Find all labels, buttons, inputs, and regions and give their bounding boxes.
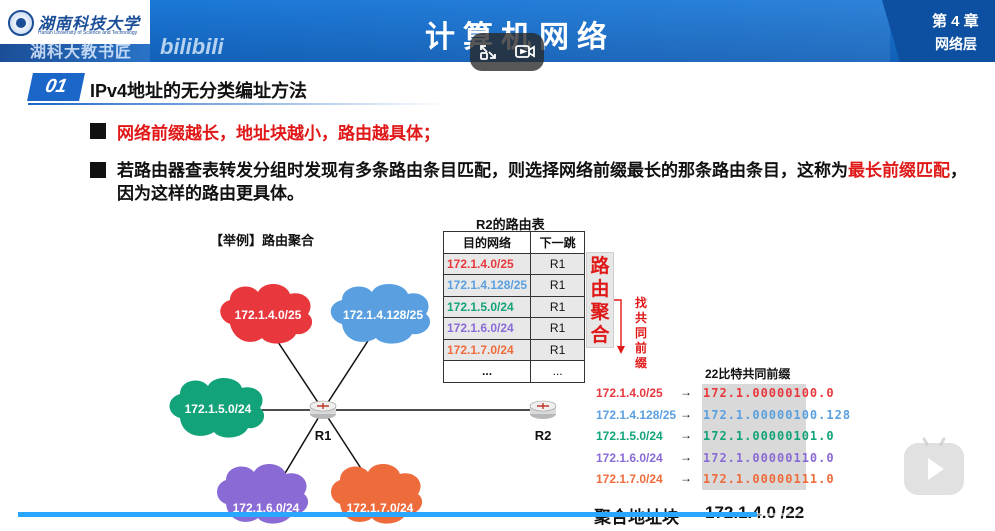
- logo-stripe: [0, 44, 150, 62]
- right-arrow-icon: →: [680, 471, 692, 485]
- right-arrow-icon: →: [680, 428, 692, 442]
- router-r2-label: R2: [535, 428, 552, 443]
- uploader-watermark: 湖科大教书匠: [30, 44, 133, 61]
- cloud-label: 172.1.5.0/24: [185, 402, 252, 416]
- cloud-net-172-1-7-0-24: 172.1.7.0/24: [331, 463, 423, 524]
- common-prefix-title: 22比特共同前缀: [705, 367, 791, 381]
- destination-network-cell: 172.1.4.0/25: [442, 252, 532, 275]
- cloud-shape: [169, 377, 265, 438]
- bilibili-watermark: bilibili: [160, 34, 224, 59]
- prefix-binary-address: 172.1.00000100.128: [703, 407, 852, 422]
- picture-in-picture-icon[interactable]: [478, 42, 498, 62]
- find-common-prefix-label: 找共同前缀: [635, 296, 648, 370]
- right-arrow-icon: →: [680, 449, 692, 464]
- cast-icon[interactable]: [514, 42, 535, 62]
- prefix-binary-address: 172.1.00000100.0: [703, 386, 835, 400]
- prefix-binary-address: 172.1.00000110.0: [703, 450, 835, 465]
- section-number: 01: [43, 76, 69, 97]
- down-arrow-icon: [614, 299, 625, 354]
- section-title: IPv4地址的无分类编址方法: [90, 81, 308, 101]
- example-title: 【举例】路由聚合: [210, 233, 315, 248]
- cloud-label: 172.1.7.0/24: [347, 501, 414, 515]
- cloud-shape: [220, 283, 313, 344]
- cloud-label: 172.1.4.128/25: [343, 308, 423, 322]
- chapter-name: 网络层: [935, 36, 977, 52]
- cloud-net-172-1-4-0-25: 172.1.4.0/25: [220, 283, 313, 344]
- next-hop-cell: ...: [530, 360, 586, 383]
- prefix-network-label: 172.1.4.0/25: [596, 386, 663, 400]
- prefix-network-label: 172.1.7.0/24: [596, 472, 663, 486]
- university-name: 湖南科技大学: [38, 14, 141, 33]
- next-hop-cell: R1: [530, 252, 586, 275]
- prefix-binary-address: 172.1.00000101.0: [703, 429, 835, 443]
- cloud-shape: [330, 283, 431, 344]
- destination-network-cell: 172.1.6.0/24: [442, 317, 532, 340]
- player-floating-controls: [470, 33, 544, 71]
- router-r2-icon: [529, 400, 557, 419]
- bullet-square-icon: [90, 123, 106, 139]
- network-topology-diagram: 172.1.4.0/25 172.1.4.128/25 172.1.5.0/24…: [169, 283, 557, 524]
- next-hop-cell: R1: [530, 317, 586, 340]
- section-underline: [28, 103, 448, 105]
- next-hop-cell: R1: [530, 274, 586, 297]
- routing-table-title: R2的路由表: [476, 217, 545, 232]
- prefix-network-label: 172.1.5.0/24: [596, 429, 663, 443]
- route-aggregation-label: 路由聚合: [586, 252, 614, 348]
- university-english-name: Hunan University of Science and Technolo…: [38, 30, 138, 36]
- bullet-2-tail: ，因为这样的路由更具体。: [117, 161, 967, 203]
- cloud-shape: [217, 463, 309, 524]
- destination-network-cell: 172.1.5.0/24: [442, 295, 532, 318]
- common-prefix-highlight: [702, 384, 806, 490]
- slide-header: 湖南科技大学 Hunan University of Science and T…: [0, 0, 995, 62]
- next-hop-cell: R1: [530, 295, 586, 318]
- longest-prefix-match-term: 最长前缀匹配: [848, 161, 950, 180]
- play-button[interactable]: [904, 443, 964, 495]
- router-r1-label: R1: [315, 428, 332, 443]
- router-r1-icon: [309, 400, 337, 419]
- bullet-2-text: 若路由器查表转发分组时发现有多条路由条目匹配，则选择网络前缀最长的那条路由条目，…: [117, 161, 848, 180]
- column-header-destination: 目的网络: [442, 231, 532, 254]
- cloud-net-172-1-5-0-24: 172.1.5.0/24: [169, 377, 265, 438]
- cloud-net-172-1-6-0-24: 172.1.6.0/24: [217, 463, 309, 524]
- destination-network-cell: ...: [442, 360, 532, 383]
- column-header-next-hop: 下一跳: [530, 231, 586, 254]
- prefix-network-label: 172.1.4.128/25: [596, 407, 677, 422]
- prefix-binary-address: 172.1.00000111.0: [703, 472, 835, 486]
- cloud-label: 172.1.4.0/25: [235, 308, 302, 322]
- cloud-shape: [331, 463, 423, 524]
- table-row: ......: [442, 360, 586, 383]
- chapter-box: [882, 0, 995, 62]
- link-r1-net2: [322, 329, 376, 411]
- destination-network-cell: 172.1.4.128/25: [442, 274, 532, 297]
- bullet-point-1: 网络前缀越长，地址块越小，路由越具体；: [117, 124, 440, 143]
- table-header-row: 目的网络 下一跳: [442, 231, 586, 254]
- destination-network-cell: 172.1.7.0/24: [442, 338, 532, 361]
- university-seal-icon: [8, 10, 34, 36]
- cloud-label: 172.1.6.0/24: [233, 501, 300, 515]
- prefix-network-label: 172.1.6.0/24: [596, 450, 663, 465]
- video-progress-fill[interactable]: [18, 512, 758, 517]
- next-hop-cell: R1: [530, 338, 586, 361]
- cloud-net-172-1-4-128-25: 172.1.4.128/25: [330, 283, 431, 344]
- section-number-badge: 01: [27, 73, 85, 101]
- bullet-square-icon: [90, 162, 106, 178]
- right-arrow-icon: →: [680, 406, 692, 421]
- chapter-number: 第 4 章: [932, 13, 979, 30]
- right-arrow-icon: →: [680, 385, 692, 399]
- bullet-point-2: 若路由器查表转发分组时发现有多条路由条目匹配，则选择网络前缀最长的那条路由条目，…: [117, 159, 977, 205]
- university-logo: 湖南科技大学 Hunan University of Science and T…: [0, 0, 150, 62]
